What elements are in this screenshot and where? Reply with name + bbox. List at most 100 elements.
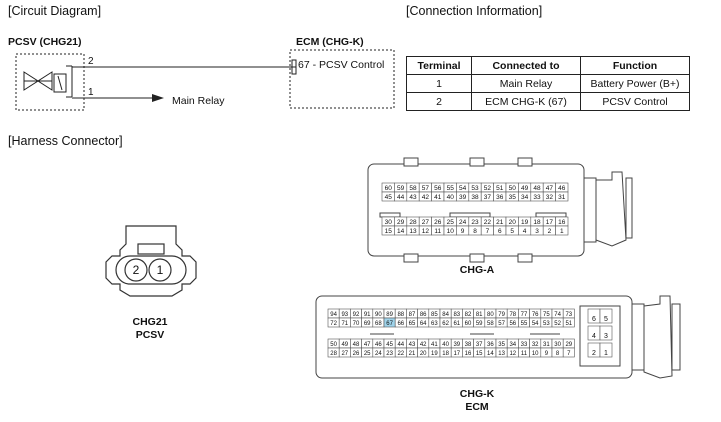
connector-pin-label: 22: [484, 219, 492, 226]
connector-pin: [599, 342, 613, 358]
connector-pin-label: 82: [465, 312, 472, 318]
connector-pin-label: 87: [409, 312, 416, 318]
connector-pin-label: 71: [341, 321, 348, 327]
connector-pin-label: 44: [397, 194, 405, 201]
connector-pin-label: 39: [459, 194, 467, 201]
connector-pin-label: 32: [532, 342, 539, 348]
connector-pin-label: 39: [453, 342, 460, 348]
connector-pin-label: 19: [521, 219, 529, 226]
col-terminal: Terminal: [406, 56, 472, 75]
connector-pin-label: 55: [447, 185, 455, 192]
connector-pin-label: 91: [364, 312, 371, 318]
chga-caption: CHG-A: [459, 264, 495, 276]
connector-pin: [599, 325, 613, 341]
connector-pin-label: 3: [604, 333, 608, 340]
connector-pin-label: 4: [592, 333, 596, 340]
table-cell: PCSV Control: [580, 92, 690, 111]
connector-pin-label: 92: [353, 312, 360, 318]
connector-pin-label: 2: [548, 228, 552, 235]
chg21-pin-1: 1: [157, 263, 164, 277]
connector-pin-label: 32: [546, 194, 554, 201]
connector-pin-label: 35: [498, 342, 505, 348]
connector-pin-label: 26: [353, 351, 360, 357]
chga-connector-drawing: [367, 157, 633, 263]
connector-pin-label: 94: [330, 312, 337, 318]
connector-pin-label: 59: [397, 185, 405, 192]
connector-pin-label: 6: [592, 316, 596, 323]
harness-connector-header: [Harness Connector]: [8, 134, 123, 148]
ecm-title: ECM (CHG-K): [296, 36, 364, 48]
connector-pin-label: 37: [476, 342, 483, 348]
connector-pin-label: 38: [465, 342, 472, 348]
connector-pin-label: 66: [397, 321, 404, 327]
connector-pin-label: 53: [471, 185, 479, 192]
connector-pin-label: 83: [453, 312, 460, 318]
connector-pin-label: 73: [565, 312, 572, 318]
connector-pin-label: 20: [420, 351, 427, 357]
connector-pin-label: 49: [521, 185, 529, 192]
connector-pin-label: 61: [453, 321, 460, 327]
connector-pin-label: 24: [459, 219, 467, 226]
connector-pin: [562, 317, 575, 328]
connector-pin-label: 38: [471, 194, 479, 201]
pcsv-title: PCSV (CHG21): [8, 36, 82, 48]
connector-pin-label: 88: [397, 312, 404, 318]
connector-pin-label: 84: [442, 312, 449, 318]
pcsv-caption: PCSV: [135, 329, 165, 341]
main-relay-label: Main Relay: [172, 95, 225, 107]
connector-pin-label: 25: [364, 351, 371, 357]
connector-pin-label: 31: [558, 194, 566, 201]
connector-pin-label: 40: [447, 194, 455, 201]
connector-pin-label: 25: [447, 219, 455, 226]
connector-pin-label: 42: [422, 194, 430, 201]
connector-pin-label: 8: [556, 351, 560, 357]
connector-pin-label: 52: [554, 321, 561, 327]
connector-pin-label: 44: [397, 342, 404, 348]
table-cell: ECM CHG-K (67): [471, 92, 581, 111]
connector-pin-label: 11: [521, 351, 528, 357]
ecm-box: [289, 49, 395, 109]
connector-pin-label: 58: [487, 321, 494, 327]
connector-pin-label: 21: [496, 219, 504, 226]
connector-pin-label: 81: [476, 312, 483, 318]
connector-pin-label: 48: [533, 185, 541, 192]
connector-pin-label: 29: [397, 219, 405, 226]
wire-pin-2-label: 2: [88, 56, 94, 67]
connector-pin-label: 16: [465, 351, 472, 357]
chg21-caption: CHG21: [132, 316, 168, 328]
connector-pin-label: 33: [533, 194, 541, 201]
connector-pin-label: 16: [558, 219, 566, 226]
connector-pin-label: 15: [385, 228, 393, 235]
connector-pin-label: 59: [476, 321, 483, 327]
connector-pin-label: 34: [509, 342, 516, 348]
connector-pin-label: 75: [543, 312, 550, 318]
connector-pin-label: 19: [431, 351, 438, 357]
connector-pin-label: 36: [487, 342, 494, 348]
connector-pin-label: 14: [397, 228, 405, 235]
connector-pin-label: 2: [592, 350, 596, 357]
connector-pin-label: 41: [434, 194, 442, 201]
connector-pin-label: 74: [554, 312, 561, 318]
connector-pin-label: 54: [532, 321, 539, 327]
connector-pin-label: 47: [546, 185, 554, 192]
connector-pin-label: 78: [509, 312, 516, 318]
connector-pin: [562, 347, 575, 358]
connector-pin-label: 46: [375, 342, 382, 348]
connector-pin: [555, 225, 569, 236]
connector-pin-label: 35: [509, 194, 517, 201]
connector-pin-label: 45: [386, 342, 393, 348]
table-cell: 2: [406, 92, 472, 111]
ecm-pin-marker: [291, 59, 297, 75]
connector-pin-label: 3: [535, 228, 539, 235]
connector-pin-label: 26: [434, 219, 442, 226]
connector-pin-label: 9: [545, 351, 549, 357]
connector-pin-label: 34: [521, 194, 529, 201]
connector-pin-label: 72: [330, 321, 337, 327]
chg21-pin-2: 2: [133, 263, 140, 277]
connector-pin-label: 43: [409, 194, 417, 201]
connector-pin-label: 4: [523, 228, 527, 235]
connector-pin-label: 67: [386, 321, 393, 327]
table-cell: Battery Power (B+): [580, 74, 690, 93]
connector-pin-label: 33: [521, 342, 528, 348]
